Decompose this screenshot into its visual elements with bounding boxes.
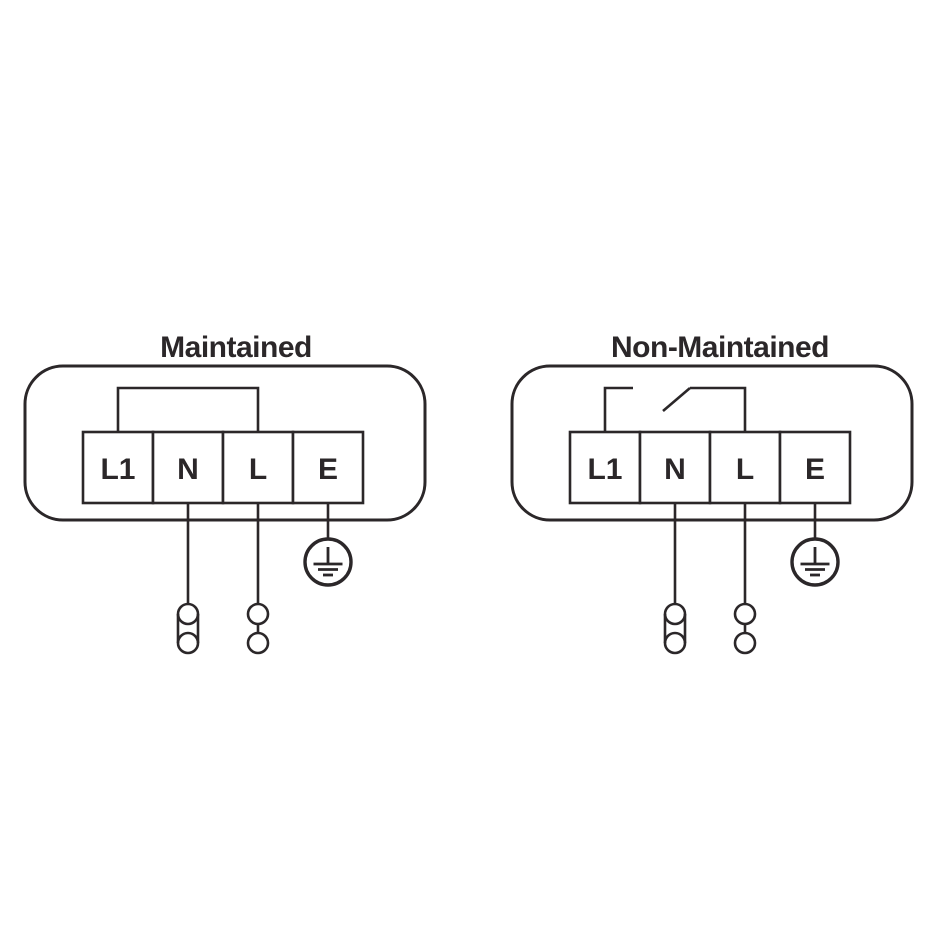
switched-link [603,386,747,432]
link-fixed-contact-left [603,386,633,432]
diagram-title: Non-Maintained [611,331,829,364]
terminal-label-e: E [318,453,338,486]
earth-symbol [790,537,840,587]
connector-circle-bottom [176,631,200,655]
terminal-label-l1: L1 [100,453,135,486]
terminal-box-l1 [568,430,642,505]
enclosure-outline [23,364,427,522]
terminal-label-l1: L1 [587,453,622,486]
neutral-connector-symbol [663,602,687,655]
earth-symbol [303,537,353,587]
diagram-title: Maintained [160,331,312,364]
connector-circle-bottom [663,631,687,655]
connector-circle-top [176,602,200,626]
link-fixed-contact-right [690,386,747,432]
neutral-connector-symbol [176,602,200,655]
terminal-label-e: E [805,453,825,486]
terminal-label-l: L [736,453,754,486]
connector-circle-top [733,602,757,626]
non-maintained-diagram: Non-Maintained L1 N L E [510,331,914,655]
connector-circle-top [246,602,270,626]
terminal-box-l1 [81,430,155,505]
connector-circle-bottom [733,631,757,655]
terminal-box-l [708,430,782,505]
connector-capsule-sides [176,614,200,643]
terminal-label-n: N [177,453,199,486]
l1-to-l-link-wire [116,386,260,432]
connector-circle-top [663,602,687,626]
connector-circle-bottom [246,631,270,655]
live-connector-symbol [733,602,757,655]
maintained-diagram: Maintained L1 N L E [23,331,427,655]
earth-circle [790,537,840,587]
terminal-label-l: L [249,453,267,486]
earth-circle [303,537,353,587]
terminal-label-n: N [664,453,686,486]
connector-capsule-sides [663,614,687,643]
switch-blade [662,387,691,412]
enclosure-outline [510,364,914,522]
live-connector-symbol [246,602,270,655]
terminal-box-e [291,430,365,505]
